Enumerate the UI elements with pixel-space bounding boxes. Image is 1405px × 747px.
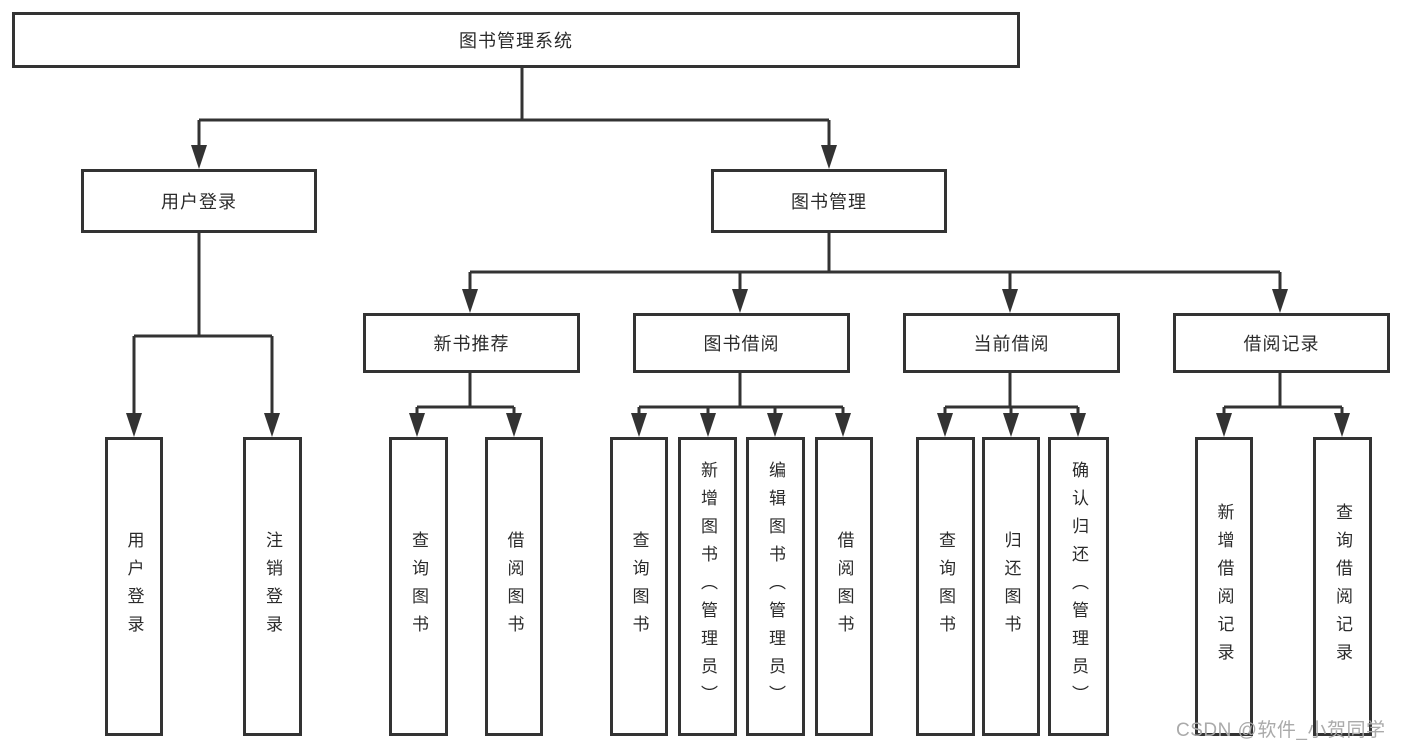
leaf-borrow-borrow-books: 借阅图书 xyxy=(815,437,873,736)
leaf-borrow-borrow-books-label: 借阅图书 xyxy=(834,530,854,643)
leaf-records-add-borrow-record-label: 新增借阅记录 xyxy=(1214,502,1234,671)
leaf-records-add-borrow-record: 新增借阅记录 xyxy=(1195,437,1253,736)
leaf-current-confirm-return-admin-label: 确认归还（管理员） xyxy=(1069,460,1088,713)
leaf-records-query-borrow-record: 查询借阅记录 xyxy=(1313,437,1372,736)
node-new-book-recommendation-label: 新书推荐 xyxy=(433,334,510,354)
node-book-management: 图书管理 xyxy=(711,169,947,233)
csdn-watermark: CSDN @软件_小贺同学 xyxy=(1176,720,1386,741)
leaf-records-query-borrow-record-label: 查询借阅记录 xyxy=(1333,502,1352,671)
leaf-newbooks-query-books-label: 查询图书 xyxy=(409,530,428,643)
node-book-borrowing: 图书借阅 xyxy=(633,313,850,373)
leaf-user-login-label: 用户登录 xyxy=(124,530,144,643)
leaf-borrow-add-books-admin: 新增图书（管理员） xyxy=(678,437,737,736)
leaf-borrow-edit-books-admin-label: 编辑图书（管理员） xyxy=(766,460,785,713)
node-new-book-recommendation: 新书推荐 xyxy=(363,313,580,373)
node-borrowing-records: 借阅记录 xyxy=(1173,313,1390,373)
arrowheads xyxy=(126,145,1350,437)
node-user-login: 用户登录 xyxy=(81,169,317,233)
leaf-newbooks-borrow-books: 借阅图书 xyxy=(485,437,543,736)
leaf-newbooks-query-books: 查询图书 xyxy=(389,437,448,736)
leaf-logout: 注销登录 xyxy=(243,437,302,736)
leaf-current-return-books-label: 归还图书 xyxy=(1001,530,1021,643)
node-root: 图书管理系统 xyxy=(12,12,1020,68)
leaf-borrow-add-books-admin-label: 新增图书（管理员） xyxy=(698,460,717,713)
node-book-borrowing-label: 图书借阅 xyxy=(703,334,780,354)
leaf-logout-label: 注销登录 xyxy=(263,530,282,643)
leaf-current-query-books-label: 查询图书 xyxy=(936,530,955,643)
connector-paths xyxy=(132,68,1344,415)
leaf-current-confirm-return-admin: 确认归还（管理员） xyxy=(1048,437,1109,736)
node-root-label: 图书管理系统 xyxy=(459,31,573,51)
leaf-current-query-books: 查询图书 xyxy=(916,437,975,736)
node-current-borrowing: 当前借阅 xyxy=(903,313,1120,373)
leaf-current-return-books: 归还图书 xyxy=(982,437,1040,736)
leaf-user-login: 用户登录 xyxy=(105,437,163,736)
leaf-borrow-edit-books-admin: 编辑图书（管理员） xyxy=(746,437,805,736)
node-book-management-label: 图书管理 xyxy=(791,192,867,212)
leaf-borrow-query-books-label: 查询图书 xyxy=(629,530,649,643)
leaf-borrow-query-books: 查询图书 xyxy=(610,437,668,736)
node-user-login-label: 用户登录 xyxy=(161,192,237,212)
node-current-borrowing-label: 当前借阅 xyxy=(973,334,1050,354)
node-borrowing-records-label: 借阅记录 xyxy=(1243,334,1320,354)
leaf-newbooks-borrow-books-label: 借阅图书 xyxy=(504,530,524,643)
